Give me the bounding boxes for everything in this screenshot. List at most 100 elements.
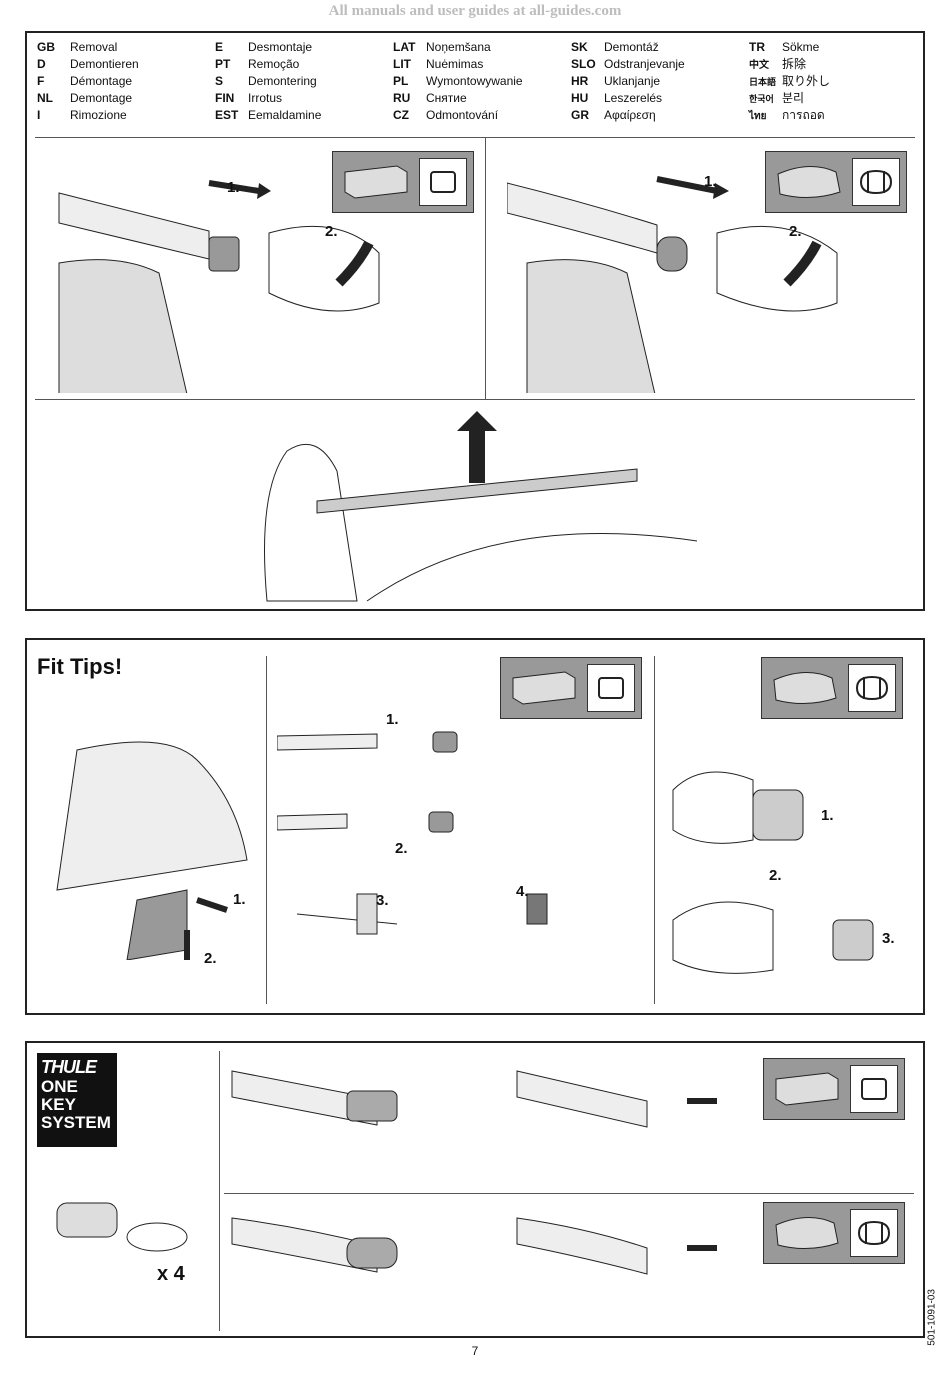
aero-profile-icon — [848, 664, 896, 712]
language-term: 분리 — [782, 91, 805, 105]
language-term: Αφαίρεση — [604, 108, 656, 122]
square-bar-profile-box — [332, 151, 474, 213]
language-code: S — [215, 74, 224, 88]
language-term: Removal — [70, 40, 118, 54]
divider — [35, 399, 915, 400]
language-entry: I Rimozione — [37, 107, 212, 124]
language-code: PL — [393, 74, 409, 88]
divider — [654, 656, 655, 1004]
aero-bar-profile-icon — [775, 1217, 839, 1249]
removal-panel: GB Removal D Demontieren F Démontage NL Demo… — [25, 31, 925, 611]
square-bar-profile-box — [500, 657, 642, 719]
lift-bar-illustration — [264, 411, 698, 602]
fit-tips-panel: Fit Tips! 1. 2. 1. 2. 3. 4. — [25, 638, 925, 1015]
language-entry: GB Removal — [37, 39, 212, 56]
lock-removal-square-illustration — [231, 1070, 717, 1128]
language-term: Demontieren — [70, 57, 139, 71]
lock-removal-aero-illustration — [231, 1217, 717, 1275]
language-code: HR — [571, 74, 589, 88]
language-term: Wymontowywanie — [426, 74, 523, 88]
language-term: Uklanjanje — [604, 74, 661, 88]
language-term: Eemaldamine — [248, 108, 322, 122]
end-cap-removal-square-illustration — [58, 180, 380, 393]
language-term: Noņemšana — [426, 40, 491, 54]
divider — [224, 1193, 914, 1194]
step-label: 1. — [227, 179, 240, 196]
language-term: Irrotus — [248, 91, 283, 105]
foot-pad-illustration — [56, 741, 248, 960]
step-label: 3. — [376, 892, 389, 909]
language-code: F — [37, 74, 45, 88]
language-term: Demontáž — [604, 40, 659, 54]
language-code: GR — [571, 108, 589, 122]
language-entry: 日本語取り外し — [749, 73, 924, 90]
language-entry: FIN Irrotus — [215, 90, 390, 107]
language-code: E — [215, 40, 224, 54]
language-code: 日本語 — [749, 77, 777, 87]
language-term: 拆除 — [782, 57, 807, 71]
logo-text: ONE — [41, 1077, 78, 1096]
step-label: 1. — [704, 173, 717, 190]
document-number: 501-1091-03 — [927, 1289, 938, 1346]
quantity-label: x 4 — [157, 1263, 185, 1285]
aero-bar-profile-box — [765, 151, 907, 213]
language-code: LIT — [393, 57, 411, 71]
language-code: LAT — [393, 40, 416, 54]
logo-text: KEY — [41, 1095, 76, 1114]
page-number: 7 — [471, 1344, 479, 1358]
language-code: NL — [37, 91, 53, 105]
language-entry: F Démontage — [37, 73, 212, 90]
language-term: Demontage — [70, 91, 133, 105]
logo-text: SYSTEM — [41, 1113, 111, 1132]
divider — [219, 1051, 220, 1331]
step-label: 4. — [516, 883, 529, 900]
language-code: FIN — [215, 91, 235, 105]
language-code: PT — [215, 57, 231, 71]
language-term: Demontering — [248, 74, 317, 88]
language-list: GB Removal D Demontieren F Démontage NL Demo… — [37, 39, 917, 134]
language-entry: EST Eemaldamine — [215, 107, 390, 124]
language-entry: S Demontering — [215, 73, 390, 90]
lang-col-1: GB Removal D Demontieren F Démontage NL Demo… — [37, 39, 212, 124]
step-label: 2. — [789, 223, 802, 240]
thule-logo: THULE ONE KEY SYSTEM — [37, 1053, 117, 1147]
language-code: 中文 — [749, 60, 769, 71]
language-term: Снятие — [426, 91, 467, 105]
aero-profile-icon — [852, 158, 900, 206]
language-code: SK — [571, 40, 588, 54]
aero-end-cap-steps-illustration — [672, 771, 874, 974]
square-bar-profile-box — [763, 1058, 905, 1120]
step-label: 1. — [233, 891, 246, 908]
language-code: GB — [37, 40, 55, 54]
watermark: All manuals and user guides at all-guide… — [328, 3, 622, 19]
step-label: 2. — [325, 223, 338, 240]
language-code: D — [37, 57, 46, 71]
language-entry: D Demontieren — [37, 56, 212, 73]
language-term: Démontage — [70, 74, 133, 88]
aero-bar-profile-box — [763, 1202, 905, 1264]
language-term: การถอด — [782, 108, 825, 122]
language-code: I — [37, 108, 41, 122]
divider — [266, 656, 267, 1004]
language-entry: GR Αφαίρεση — [571, 107, 746, 124]
end-cap-removal-aero-illustration — [507, 176, 838, 393]
square-profile-icon — [587, 664, 635, 712]
language-term: 取り外し — [782, 74, 831, 88]
language-term: Rimozione — [70, 108, 127, 122]
aero-bar-profile-icon — [777, 166, 841, 198]
logo-text: THULE — [41, 1057, 97, 1077]
language-code: EST — [215, 108, 239, 122]
language-entry: NL Demontage — [37, 90, 212, 107]
language-term: Sökme — [782, 40, 820, 54]
square-bar-profile-icon — [775, 1072, 839, 1106]
language-code: ไทย — [749, 111, 767, 122]
